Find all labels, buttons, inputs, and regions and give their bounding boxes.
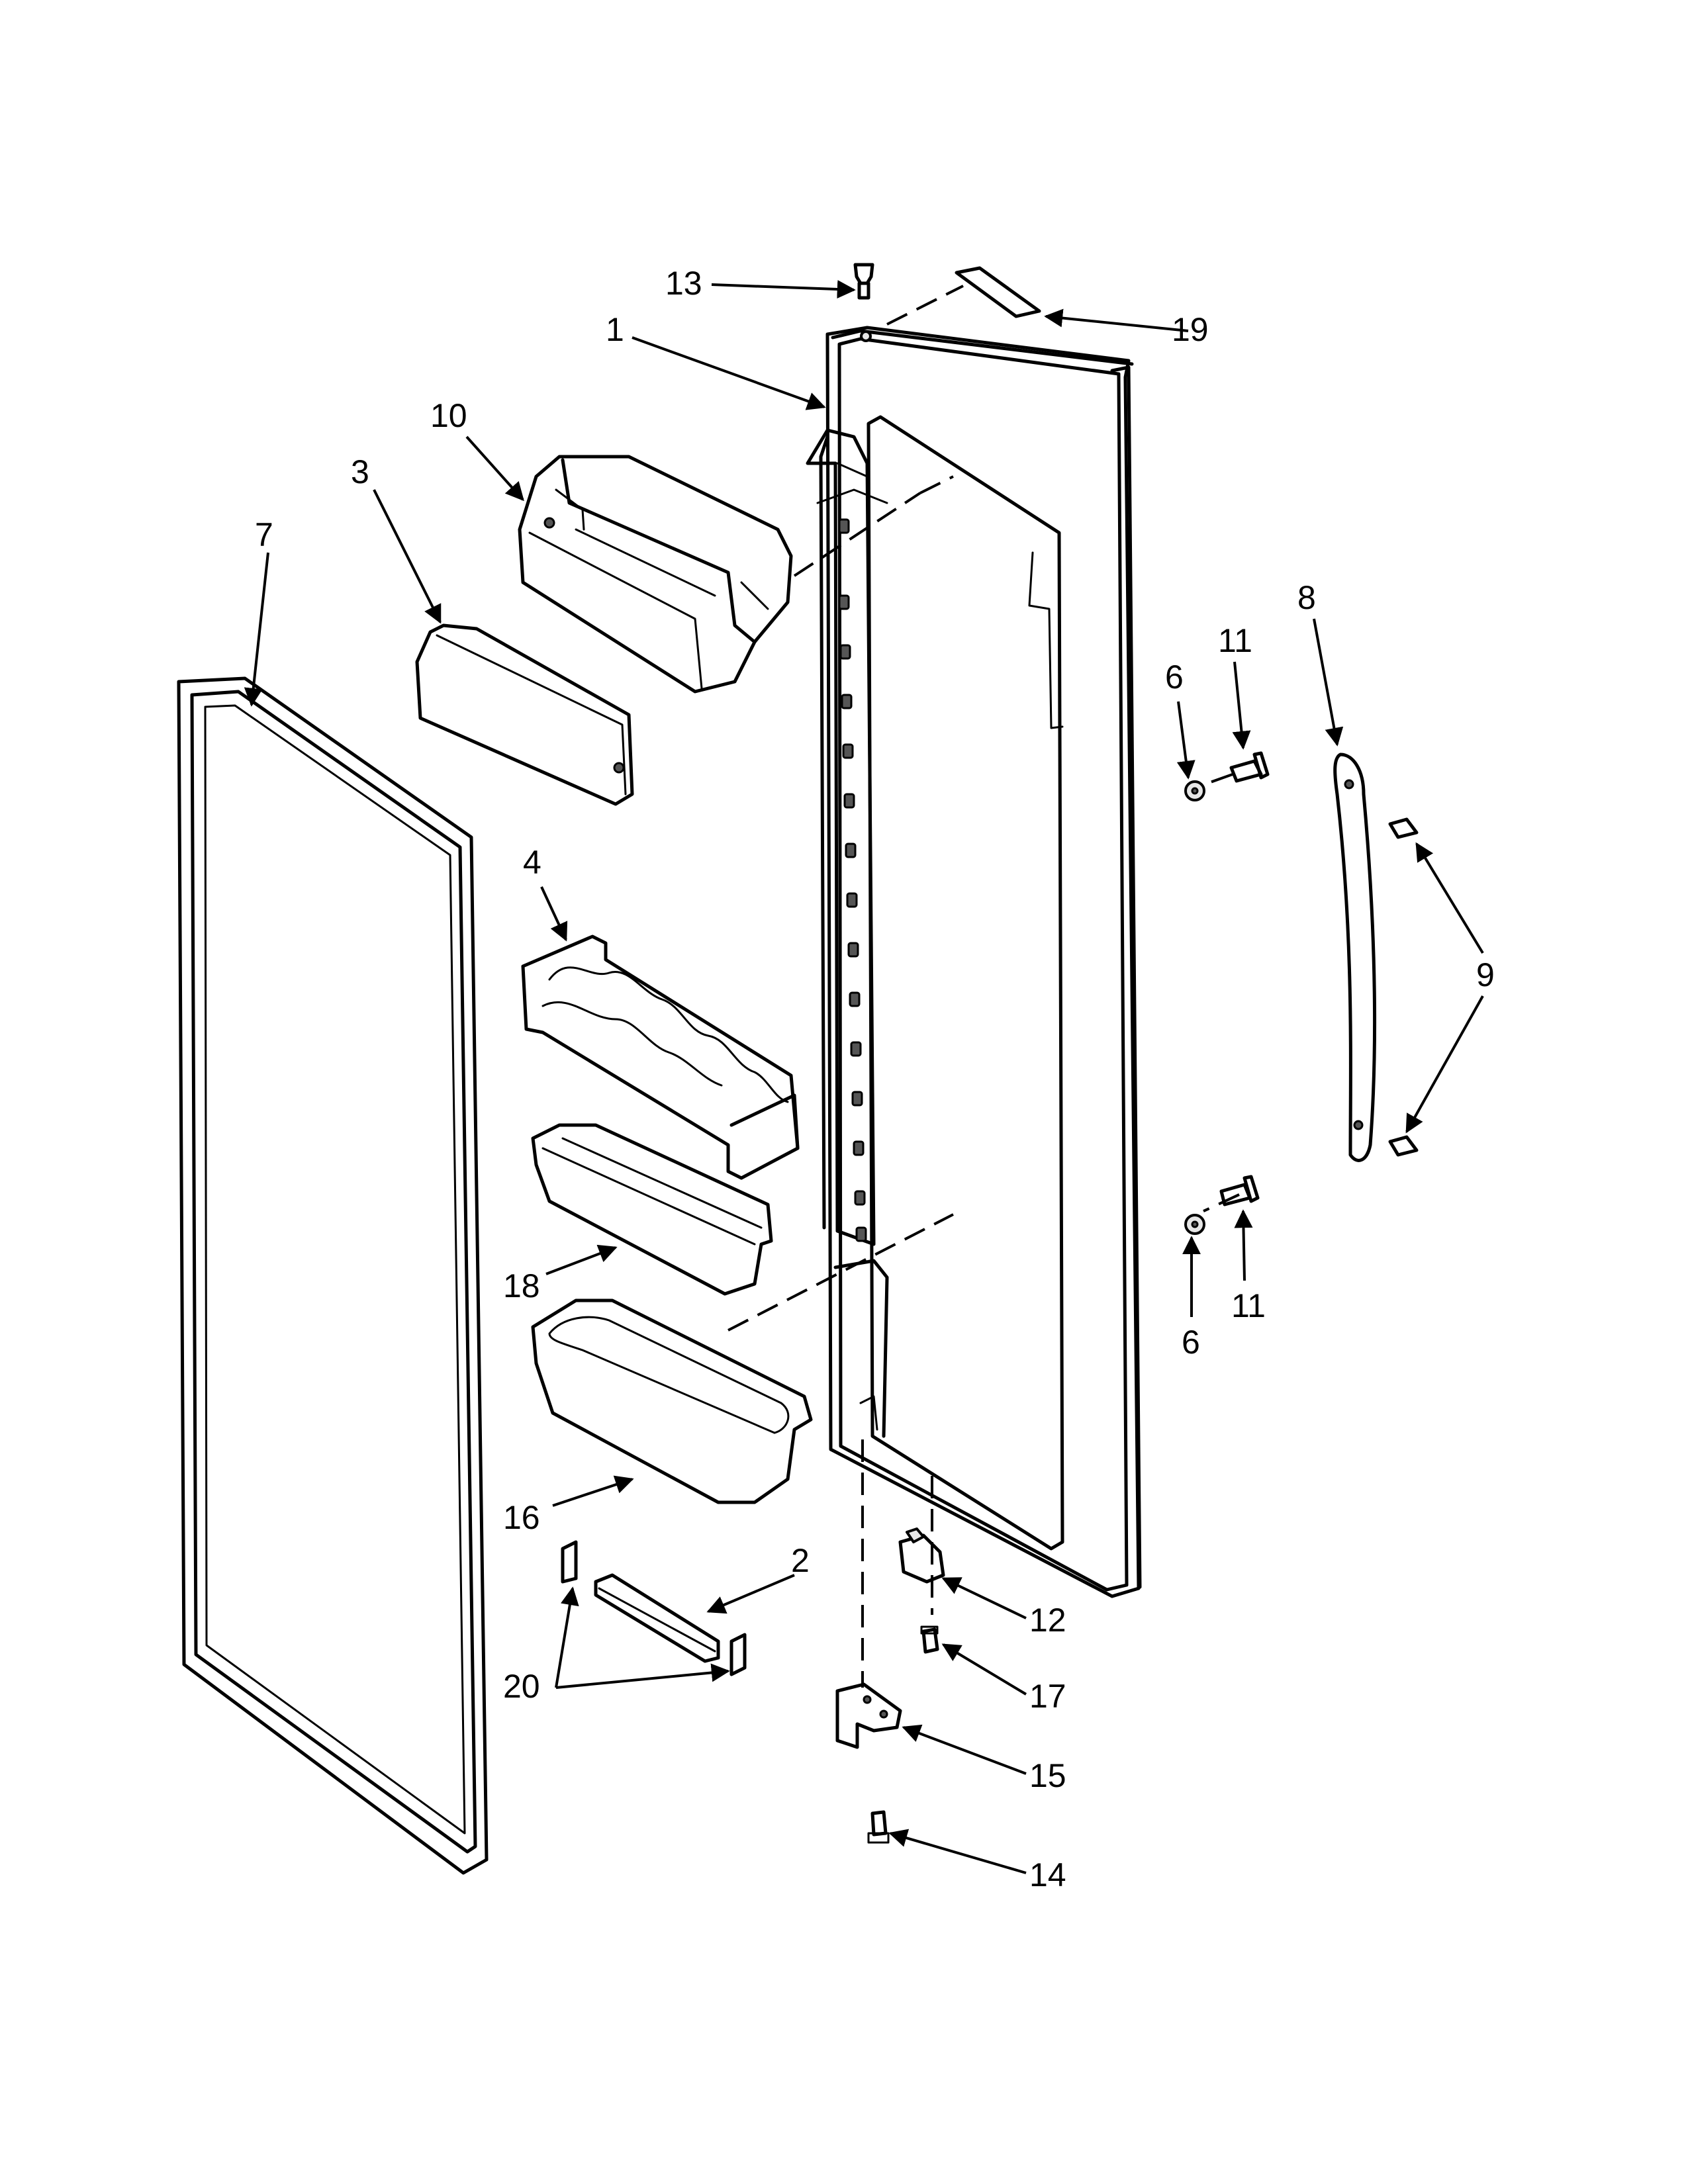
callout-14: 14: [1029, 1856, 1066, 1893]
hinge-pin: [898, 1527, 945, 1584]
rail-slots: [838, 518, 867, 1242]
callout-8: 8: [1297, 579, 1316, 616]
callout-15: 15: [1029, 1757, 1066, 1794]
handle-screws: [1388, 817, 1419, 1157]
callout-12: 12: [1029, 1602, 1066, 1639]
callout-11-lower: 11: [1231, 1287, 1266, 1324]
spacer-lower: [1184, 1214, 1205, 1235]
callout-7: 7: [255, 516, 273, 553]
callout-20: 20: [503, 1668, 540, 1705]
callout-2: 2: [791, 1542, 810, 1579]
callout-9: 9: [1476, 956, 1495, 993]
callout-1: 1: [606, 311, 624, 348]
wine-rack-bin: [521, 934, 800, 1180]
callout-19: 19: [1172, 311, 1209, 348]
bottom-hinge: [835, 1682, 902, 1749]
hinge-screw: [920, 1625, 939, 1654]
bar-end-caps: [561, 1540, 747, 1676]
door-bin-small: [531, 1123, 773, 1296]
upper-bin: [518, 455, 793, 694]
callout-17: 17: [1029, 1678, 1066, 1715]
leader-lines: [244, 280, 1484, 1874]
door-label: [955, 266, 1041, 318]
callout-13: 13: [665, 265, 702, 302]
callout-11-upper: 11: [1218, 622, 1252, 659]
callout-3: 3: [351, 453, 369, 490]
door-bin-large: [531, 1298, 813, 1504]
callout-18: 18: [503, 1267, 540, 1304]
door-handle: [1333, 752, 1377, 1162]
screw-upper: [1229, 751, 1270, 783]
spacer-upper: [1184, 780, 1205, 801]
callout-4: 4: [523, 844, 541, 881]
callout-6-lower: 6: [1182, 1324, 1200, 1361]
callout-10: 10: [430, 397, 467, 434]
dairy-door: [415, 623, 634, 806]
screw-lower: [1219, 1175, 1260, 1206]
door-bar: [594, 1573, 720, 1663]
alignment-lines: [727, 285, 1240, 1688]
callout-labels: 13 1 19 10 3 7 4 18 16 2 20 12 17 15 14 …: [255, 265, 1495, 1893]
hinge-bolt: [867, 1810, 890, 1844]
callout-6-upper: 6: [1165, 659, 1184, 696]
door-assembly: [806, 326, 1142, 1598]
callout-16: 16: [503, 1499, 540, 1536]
door-gasket: [177, 676, 489, 1875]
hinge-bushing: [853, 263, 874, 300]
